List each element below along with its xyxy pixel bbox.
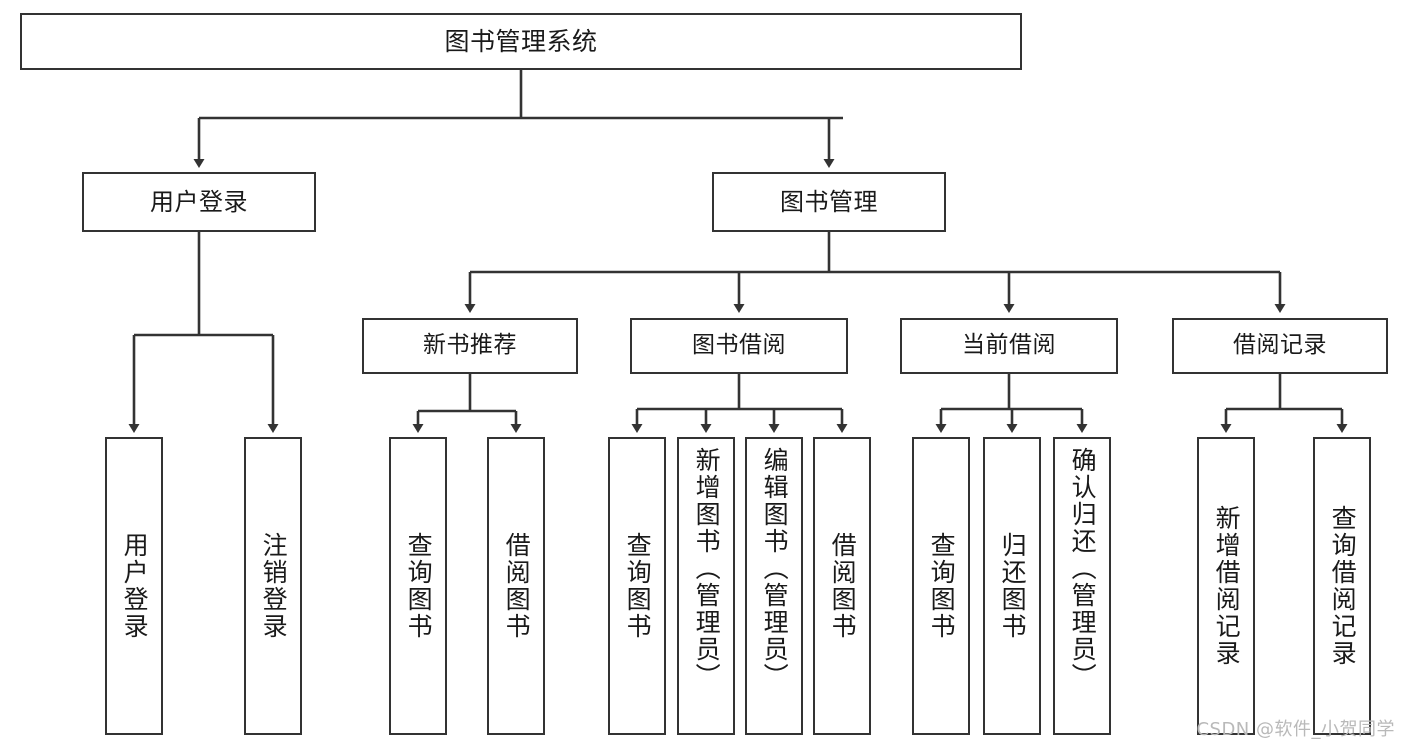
node-borrow-record[interactable]: 借阅记录 — [1172, 318, 1388, 374]
node-leaf-query-record[interactable]: 查询借阅记录 — [1313, 437, 1371, 735]
node-leaf-query-book-cur-label: 查询图书 — [927, 532, 957, 640]
node-leaf-query-record-label: 查询借阅记录 — [1328, 505, 1358, 667]
node-leaf-add-book[interactable]: 新增图书（管理员） — [677, 437, 735, 735]
node-book-manage[interactable]: 图书管理 — [712, 172, 946, 232]
node-new-book-recommend-label: 新书推荐 — [423, 332, 517, 359]
node-current-borrow[interactable]: 当前借阅 — [900, 318, 1118, 374]
node-leaf-query-book-cur[interactable]: 查询图书 — [912, 437, 970, 735]
node-book-borrow[interactable]: 图书借阅 — [630, 318, 848, 374]
node-root[interactable]: 图书管理系统 — [20, 13, 1022, 70]
node-borrow-record-label: 借阅记录 — [1233, 332, 1327, 359]
node-user-login[interactable]: 用户登录 — [82, 172, 316, 232]
node-leaf-confirm-return-label: 确认归还（管理员） — [1068, 447, 1098, 690]
node-leaf-borrow-book-rec-label: 借阅图书 — [502, 532, 532, 640]
node-leaf-add-record-label: 新增借阅记录 — [1212, 505, 1242, 667]
node-leaf-add-book-label: 新增图书（管理员） — [692, 447, 722, 690]
node-leaf-return-book[interactable]: 归还图书 — [983, 437, 1041, 735]
node-leaf-user-login-label: 用户登录 — [120, 532, 150, 640]
node-leaf-return-book-label: 归还图书 — [998, 532, 1028, 640]
node-user-login-label: 用户登录 — [150, 187, 248, 216]
node-leaf-confirm-return[interactable]: 确认归还（管理员） — [1053, 437, 1111, 735]
node-leaf-query-book-rec[interactable]: 查询图书 — [389, 437, 447, 735]
node-current-borrow-label: 当前借阅 — [962, 332, 1056, 359]
node-leaf-user-logout[interactable]: 注销登录 — [244, 437, 302, 735]
node-leaf-query-book-rec-label: 查询图书 — [404, 532, 434, 640]
node-leaf-borrow-book-rec[interactable]: 借阅图书 — [487, 437, 545, 735]
node-leaf-borrow-book-bor-label: 借阅图书 — [828, 532, 858, 640]
node-leaf-query-book-bor[interactable]: 查询图书 — [608, 437, 666, 735]
node-new-book-recommend[interactable]: 新书推荐 — [362, 318, 578, 374]
node-leaf-borrow-book-bor[interactable]: 借阅图书 — [813, 437, 871, 735]
node-leaf-query-book-bor-label: 查询图书 — [623, 532, 653, 640]
node-leaf-add-record[interactable]: 新增借阅记录 — [1197, 437, 1255, 735]
node-leaf-user-logout-label: 注销登录 — [259, 532, 289, 640]
watermark-text: CSDN @软件_小贺同学 — [1196, 719, 1395, 740]
node-leaf-edit-book-label: 编辑图书（管理员） — [760, 447, 790, 690]
node-leaf-edit-book[interactable]: 编辑图书（管理员） — [745, 437, 803, 735]
node-book-borrow-label: 图书借阅 — [692, 332, 786, 359]
node-leaf-user-login[interactable]: 用户登录 — [105, 437, 163, 735]
node-root-label: 图书管理系统 — [444, 26, 598, 56]
node-book-manage-label: 图书管理 — [780, 187, 878, 216]
